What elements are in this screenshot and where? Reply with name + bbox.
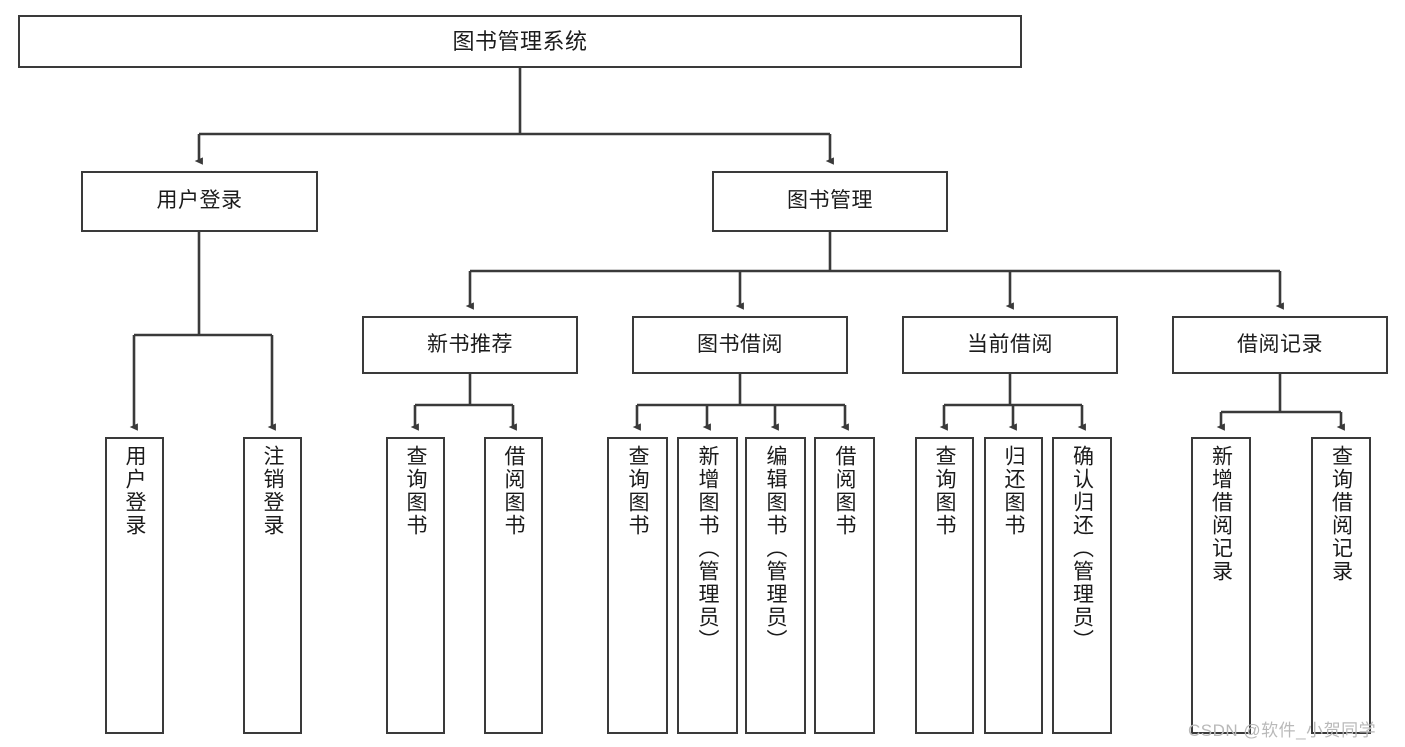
node-label: 新增图书（管理员） (696, 445, 719, 652)
node-label: 图书管理系统 (452, 28, 588, 54)
node-leaf-query-book-b[interactable]: 查询图书 (607, 437, 668, 734)
node-label: 编辑图书（管理员） (764, 445, 787, 652)
node-borrow-record[interactable]: 借阅记录 (1172, 316, 1388, 374)
node-label: 新书推荐 (427, 332, 513, 356)
node-leaf-query-book-a[interactable]: 查询图书 (386, 437, 445, 734)
watermark-text: CSDN @软件_小贺同学 (1188, 721, 1377, 740)
node-label: 注销登录 (261, 445, 284, 537)
node-leaf-logout-login[interactable]: 注销登录 (243, 437, 302, 734)
node-current-borrow[interactable]: 当前借阅 (902, 316, 1118, 374)
node-label: 新增借阅记录 (1209, 445, 1233, 583)
node-label: 用户登录 (156, 189, 243, 213)
node-label: 图书借阅 (697, 332, 783, 356)
node-label: 查询借阅记录 (1329, 445, 1353, 583)
node-book-borrow[interactable]: 图书借阅 (632, 316, 848, 374)
node-leaf-query-book-c[interactable]: 查询图书 (915, 437, 974, 734)
node-leaf-return-book[interactable]: 归还图书 (984, 437, 1043, 734)
node-label: 借阅记录 (1237, 332, 1323, 356)
node-label: 确认归还（管理员） (1070, 445, 1094, 652)
node-label: 查询图书 (626, 445, 649, 537)
node-label: 归还图书 (1002, 445, 1025, 537)
node-leaf-borrow-book-a[interactable]: 借阅图书 (484, 437, 543, 734)
node-label: 查询图书 (404, 445, 427, 537)
node-label: 借阅图书 (833, 445, 856, 537)
node-label: 查询图书 (933, 445, 956, 537)
node-leaf-add-book-admin[interactable]: 新增图书（管理员） (677, 437, 738, 734)
node-leaf-borrow-book-b[interactable]: 借阅图书 (814, 437, 875, 734)
node-label: 图书管理 (787, 189, 873, 213)
node-leaf-query-borrow-record[interactable]: 查询借阅记录 (1311, 437, 1371, 734)
node-book-manage[interactable]: 图书管理 (712, 171, 948, 232)
node-label: 当前借阅 (967, 332, 1053, 356)
node-label: 借阅图书 (502, 445, 525, 537)
node-root-system[interactable]: 图书管理系统 (18, 15, 1022, 68)
node-leaf-user-login[interactable]: 用户登录 (105, 437, 164, 734)
node-new-book-recommend[interactable]: 新书推荐 (362, 316, 578, 374)
node-leaf-edit-book-admin[interactable]: 编辑图书（管理员） (745, 437, 806, 734)
node-label: 用户登录 (123, 445, 146, 537)
node-leaf-confirm-return-admin[interactable]: 确认归还（管理员） (1052, 437, 1112, 734)
node-user-login[interactable]: 用户登录 (81, 171, 318, 232)
node-leaf-add-borrow-record[interactable]: 新增借阅记录 (1191, 437, 1251, 734)
